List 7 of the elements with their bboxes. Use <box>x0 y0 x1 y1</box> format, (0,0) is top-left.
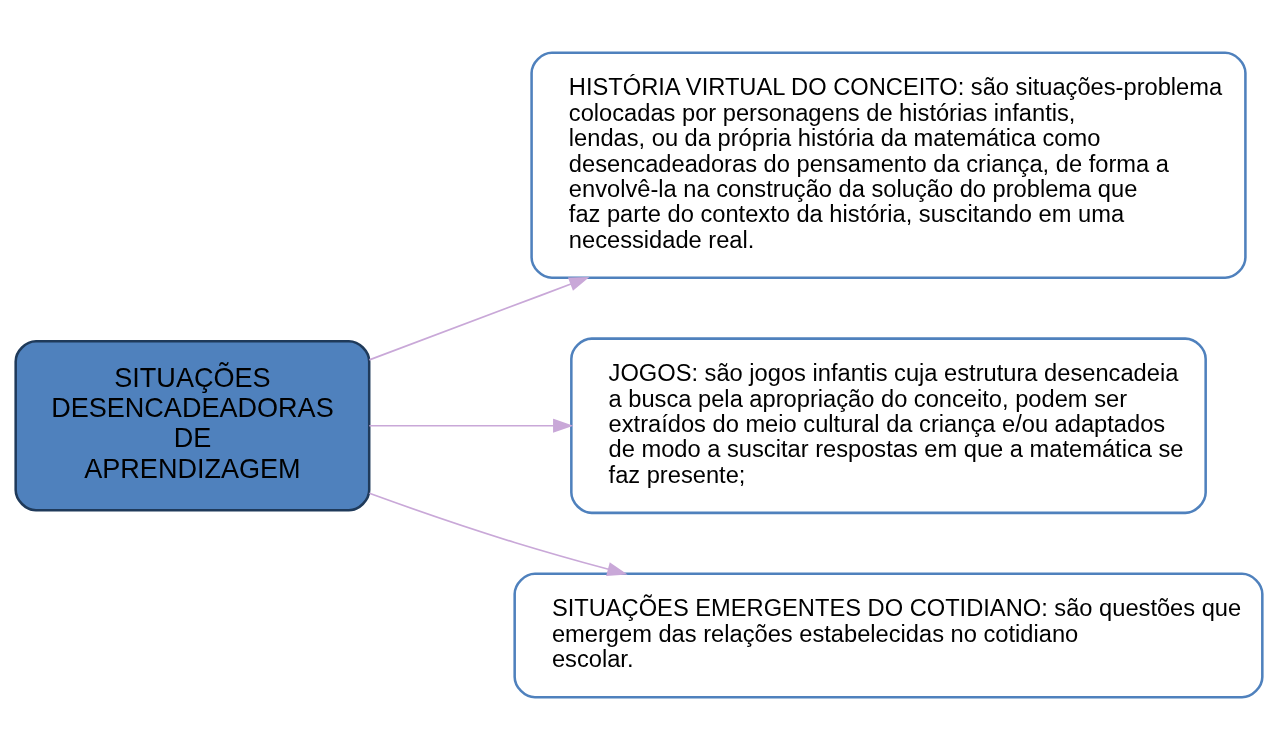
arrow <box>368 276 590 361</box>
node-box: JOGOS: são jogos infantis cuja estrutura desencadeia a busca pela apropriação do conceito, podem ser extraídos do meio cultural da criança e/ou adaptados de modo a suscitar respostas em que a matemática se faz presente; <box>570 336 1207 514</box>
arrow <box>368 491 628 576</box>
node-box: HISTÓRIA VIRTUAL DO CONCEITO: são situações-problema colocadas por personagens de histórias infantis, lendas, ou da própria história da matemática como desencadeadoras do pensamento da criança, de forma a envolvê-la na construção da solução do problema que faz parte do contexto da história, suscitando em uma necessidade real. <box>530 51 1247 279</box>
arrow <box>368 418 574 433</box>
node-box: SITUAÇÕES EMERGENTES DO COTIDIANO: são questões que emergem das relações estabelecidas no cotidiano escolar. <box>513 572 1264 698</box>
node-box: SITUAÇÕES DESENCADEADORAS DE APRENDIZAGEM <box>14 339 371 512</box>
